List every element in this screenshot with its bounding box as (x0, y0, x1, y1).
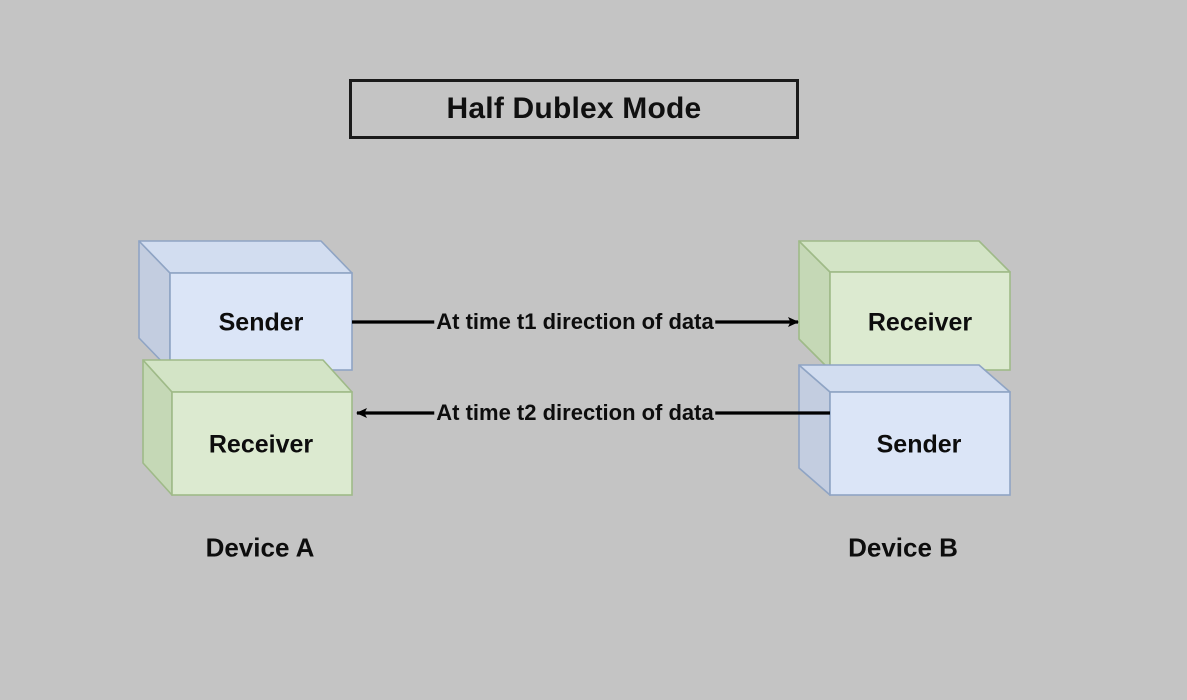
iso-box-receiver[interactable] (798, 240, 1011, 371)
box-front-face (829, 271, 1011, 371)
box-label-receiver: Receiver (208, 430, 314, 459)
boxes-layer (138, 240, 1011, 496)
iso-box-sender[interactable] (798, 364, 1011, 496)
iso-box-sender[interactable] (138, 240, 353, 371)
iso-box-receiver[interactable] (142, 359, 353, 496)
box-top-face (142, 359, 353, 393)
arrow-label-1: At time t1 direction of data (434, 309, 716, 335)
box-front-face (169, 272, 353, 371)
device-label-device-a: Device A (205, 532, 315, 563)
box-label-receiver: Receiver (867, 308, 973, 337)
box-top-face (798, 240, 1011, 273)
page-title: Half Dublex Mode (446, 92, 702, 125)
box-label-sender: Sender (218, 308, 304, 337)
device-label-device-b: Device B (848, 532, 958, 563)
arrow-label-2: At time t2 direction of data (434, 400, 716, 426)
box-top-face (798, 364, 1011, 393)
box-front-face (829, 391, 1011, 496)
diagram-title-box: Half Dublex Mode (349, 79, 799, 139)
box-label-sender: Sender (876, 430, 962, 459)
box-top-face (138, 240, 353, 274)
box-front-face (171, 391, 353, 496)
